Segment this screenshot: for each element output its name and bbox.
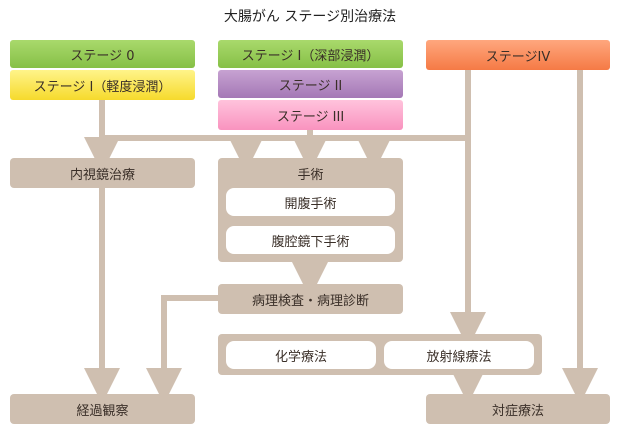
- open-surgery-box: 開腹手術: [226, 188, 395, 216]
- stage-1-deep-box: ステージ I（深部浸潤）: [218, 40, 403, 68]
- symptomatic-treatment-box: 対症療法: [426, 394, 610, 424]
- arrow-pathology-to-observation: [146, 295, 218, 404]
- chemotherapy-box: 化学療法: [226, 341, 376, 369]
- diagram-title: 大腸がん ステージ別治療法: [223, 9, 397, 25]
- stage-3-box: ステージ III: [218, 100, 403, 130]
- stage-2-box: ステージ II: [218, 70, 403, 98]
- stage-1-mild-box: ステージ I（軽度浸潤）: [10, 70, 195, 100]
- endoscopic-treatment-box: 内視鏡治療: [10, 158, 195, 188]
- stage-0-box: ステージ 0: [10, 40, 195, 68]
- radiation-therapy-box: 放射線療法: [384, 341, 534, 369]
- stage-4-box: ステージIV: [426, 40, 610, 70]
- laparoscopic-surgery-box: 腹腔鏡下手術: [226, 226, 395, 254]
- pathology-box: 病理検査・病理診断: [218, 284, 403, 314]
- surgery-label: 手術: [297, 168, 324, 183]
- observation-box: 経過観察: [10, 394, 195, 424]
